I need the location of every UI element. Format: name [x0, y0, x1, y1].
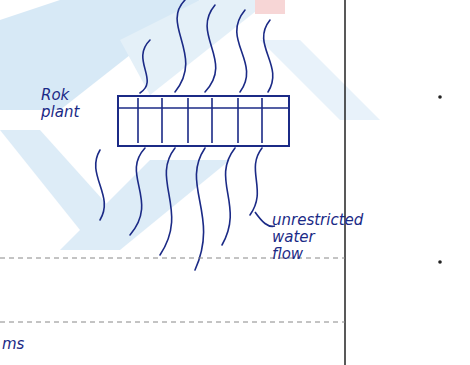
flow-line	[130, 148, 145, 235]
flow-line	[140, 40, 150, 93]
watermark-mark	[255, 0, 285, 14]
note-label: ms	[2, 336, 62, 353]
flow-line	[96, 150, 105, 220]
note-label: unrestricted water flow	[272, 212, 344, 263]
water-flow-lines	[96, 0, 273, 270]
dot	[438, 95, 442, 99]
flow-line	[222, 148, 235, 245]
node-label: Rok plant	[41, 87, 111, 121]
flow-line	[264, 20, 273, 92]
division-line	[119, 107, 288, 109]
flow-line	[250, 148, 262, 215]
dot	[438, 260, 442, 264]
flow-line	[160, 148, 175, 255]
division-line	[161, 98, 163, 143]
division-line	[261, 98, 263, 143]
division-line	[211, 98, 213, 143]
division-line	[187, 98, 189, 143]
division-line	[137, 98, 139, 143]
watermark-band	[60, 160, 230, 250]
plant-divisions	[119, 98, 288, 143]
watermark-band	[120, 0, 270, 95]
division-line	[237, 98, 239, 143]
flow-line	[195, 148, 205, 270]
flow-line	[237, 10, 247, 92]
page-rule	[344, 0, 346, 365]
ruled-line	[0, 322, 345, 323]
flow-line	[205, 5, 216, 92]
flow-line	[175, 0, 186, 92]
plant-box: Rok plant	[117, 95, 290, 147]
